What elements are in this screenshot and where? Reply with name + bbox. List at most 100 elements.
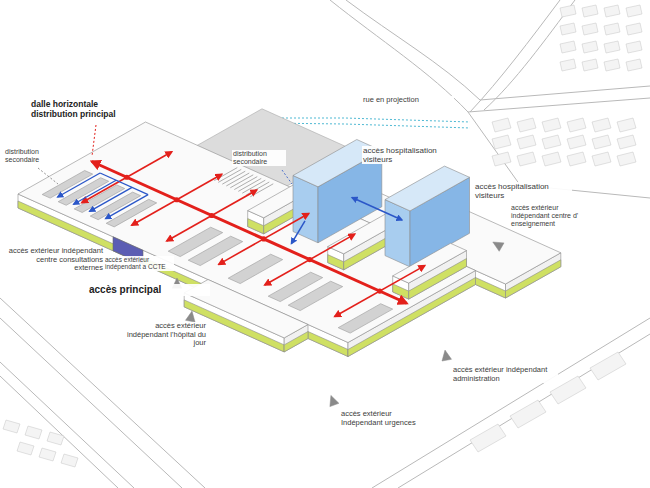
stair-hatch bbox=[234, 177, 257, 190]
building-footprint bbox=[17, 442, 34, 455]
road-line bbox=[0, 362, 134, 488]
courtyard bbox=[188, 236, 243, 265]
building-footprint bbox=[592, 135, 611, 149]
building-footprint bbox=[492, 135, 511, 149]
secondary-arrow bbox=[291, 221, 305, 244]
road-line bbox=[372, 318, 650, 488]
building-footprint bbox=[592, 152, 611, 166]
road-line bbox=[484, 0, 575, 110]
building-footprint bbox=[560, 23, 576, 35]
access-note: accès extérieur indépendant centre d' en… bbox=[510, 204, 592, 228]
building-footprint bbox=[592, 118, 611, 132]
spine-node bbox=[307, 257, 312, 262]
road-line bbox=[470, 0, 560, 112]
building-footprint bbox=[517, 118, 536, 132]
front-face bbox=[385, 200, 410, 267]
building-footprint bbox=[542, 152, 561, 166]
main-podium bbox=[18, 122, 476, 357]
access-marker bbox=[186, 311, 196, 322]
front-face bbox=[293, 176, 318, 243]
building-footprint bbox=[492, 118, 511, 132]
slab-note: dalle horizontale distribution principal bbox=[30, 100, 142, 120]
branch-arrow bbox=[167, 190, 257, 241]
secondary-line bbox=[100, 173, 148, 195]
building-footprint bbox=[567, 152, 586, 166]
distribution-note: distribution secondaire bbox=[232, 150, 286, 166]
access-note: accès hospitalisation visiteurs bbox=[474, 182, 572, 200]
building-footprint bbox=[590, 352, 626, 380]
access-note: accès extérieur indépendant administrati… bbox=[452, 366, 558, 383]
building-footprint bbox=[626, 59, 642, 71]
building-footprint bbox=[39, 448, 56, 461]
building-footprint bbox=[617, 152, 636, 166]
access-marker bbox=[330, 395, 339, 406]
leader-line bbox=[282, 170, 292, 184]
access-marker bbox=[442, 350, 452, 361]
circulation bbox=[58, 152, 425, 317]
street-note: rue en projection bbox=[362, 96, 454, 105]
building-footprint bbox=[3, 420, 20, 433]
leaders bbox=[38, 125, 504, 407]
stair-hatch bbox=[214, 168, 237, 181]
building-footprint bbox=[517, 152, 536, 166]
spine-node bbox=[209, 213, 214, 218]
access-note: accès extérieur indépendant l'hôpital du… bbox=[115, 322, 207, 348]
raised-bar bbox=[393, 243, 467, 299]
building-footprint bbox=[604, 23, 620, 35]
road-line bbox=[346, 0, 650, 100]
distribution-note: distribution secondaire bbox=[4, 148, 58, 164]
street-dotted-line bbox=[262, 118, 470, 122]
access-note: accès hospitalisation visiteurs bbox=[362, 146, 460, 164]
stair-hatch bbox=[246, 182, 269, 195]
building-footprint bbox=[617, 135, 636, 149]
building-footprint bbox=[626, 5, 642, 17]
building-footprint bbox=[61, 454, 78, 467]
road-line bbox=[398, 334, 650, 488]
access-note: accès extérieur indépendant a CCTE bbox=[104, 256, 174, 271]
building-footprint bbox=[47, 432, 64, 445]
branch-arrow bbox=[265, 234, 355, 285]
building-footprint bbox=[617, 118, 636, 132]
building-footprint bbox=[517, 135, 536, 149]
building-footprint bbox=[582, 59, 598, 71]
building-footprint bbox=[567, 118, 586, 132]
access-marker bbox=[493, 242, 504, 251]
building-footprint bbox=[560, 59, 576, 71]
stair-hatch bbox=[226, 173, 249, 186]
building-footprint bbox=[567, 135, 586, 149]
roof bbox=[18, 122, 476, 343]
branch-arrow bbox=[335, 266, 425, 317]
building-footprint bbox=[560, 41, 576, 53]
building-footprint bbox=[542, 118, 561, 132]
branch-arrow bbox=[219, 213, 309, 264]
spine-node bbox=[377, 289, 382, 294]
leader-line bbox=[92, 125, 96, 156]
access-note: accès extérieur Indépendant urgences bbox=[340, 410, 430, 427]
roof bbox=[385, 166, 470, 211]
hospital-complex bbox=[18, 109, 561, 357]
building-footprint bbox=[582, 41, 598, 53]
stair-hatch bbox=[222, 171, 245, 184]
road-line bbox=[330, 0, 650, 112]
building-footprint bbox=[626, 41, 642, 53]
stair-hatch bbox=[230, 175, 253, 188]
building-footprint bbox=[492, 152, 511, 166]
main-access-note: accès principal bbox=[88, 284, 210, 296]
spine-node bbox=[261, 236, 266, 241]
building-footprint bbox=[470, 424, 506, 452]
branch-arrow bbox=[82, 152, 172, 203]
spine-node bbox=[124, 175, 129, 180]
main-spine bbox=[92, 162, 407, 304]
secondary-arrow bbox=[352, 198, 402, 221]
stair-hatch bbox=[250, 184, 273, 197]
spine-node bbox=[174, 197, 179, 202]
building-footprint bbox=[510, 400, 546, 428]
building-footprint bbox=[626, 23, 642, 35]
leader-line bbox=[38, 168, 58, 184]
access-note: accès extérieur indépendant centre consu… bbox=[6, 247, 104, 273]
building-footprint bbox=[25, 426, 42, 439]
stair-hatch bbox=[238, 178, 261, 191]
